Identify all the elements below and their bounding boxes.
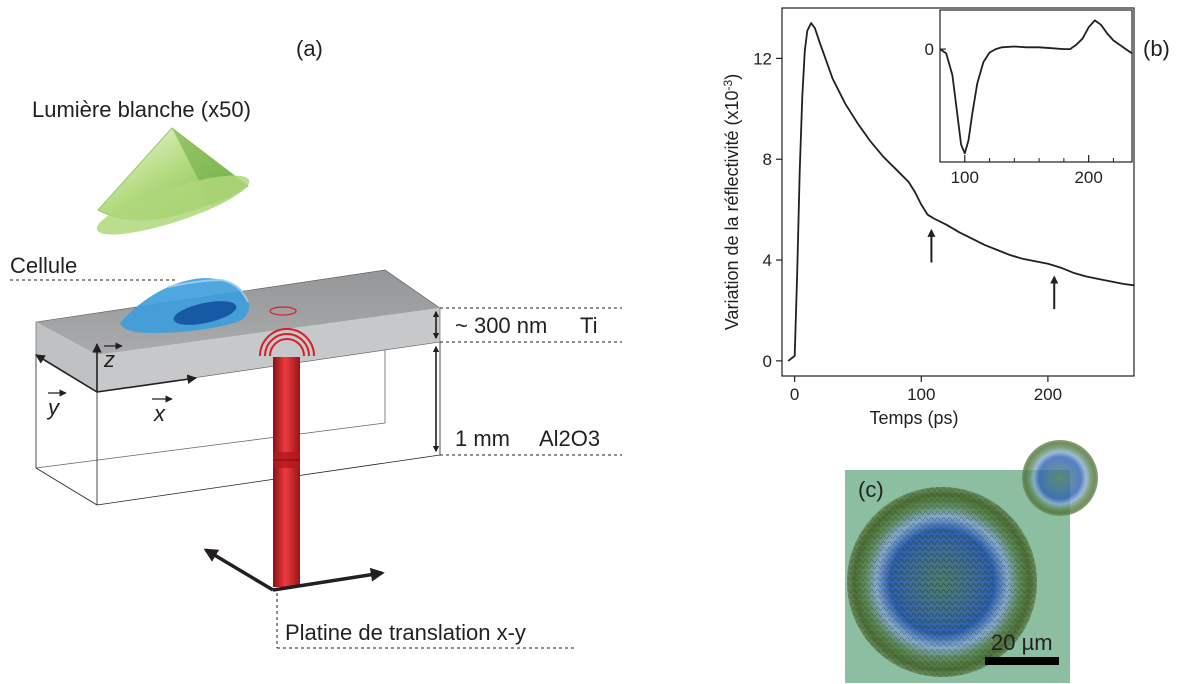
axis-vectors: z y x [35,342,197,426]
y-tick-label: 8 [763,150,772,169]
neighbor-cell [1022,440,1098,516]
stage-label: Platine de translation x-y [285,620,526,645]
light-cone [96,127,250,235]
translation-stage: Platine de translation x-y [203,548,575,649]
cell-shape [120,278,250,333]
panel-a: (a) Lumière blanche (x50) Cellule [10,36,622,649]
panel-c-label: (c) [858,477,884,502]
axis-x-label: x [153,401,166,426]
axis-y-label: y [46,395,61,420]
x-axis-label: Temps (ps) [869,408,958,428]
ti-thickness-value: ~ 300 nm [455,313,547,338]
y-tick-label: 0 [763,352,772,371]
y-tick-label: 12 [753,49,772,68]
axis-z-label: z [103,347,115,372]
cell-label: Cellule [10,253,77,278]
y-tick-label: 4 [763,251,772,270]
thickness-annotations: ~ 300 nm Ti 1 mm Al2O3 [432,307,622,456]
sapphire-substrate [35,342,441,506]
y-axis-label: Variation de la réflectivité (x10-3) [721,74,742,330]
inset-x-tick-label: 200 [1074,168,1102,187]
pump-focus-spot [269,306,297,316]
reflectivity-inset-chart: 100 200 0 [925,9,1133,187]
scale-bar-label: 20 µm [991,630,1053,655]
substrate-thickness-value: 1 mm [455,426,510,451]
panel-a-label: (a) [296,36,323,61]
scale-bar [985,657,1059,665]
plot-frame [781,7,1135,377]
inset-frame [939,9,1133,163]
inset-x-tick-label: 100 [951,168,979,187]
reflectivity-line [787,22,1135,362]
ti-label: Ti [580,313,598,338]
panel-b-label: (b) [1143,36,1170,61]
laser-beam [273,357,300,587]
x-tick-label: 0 [790,385,799,404]
x-tick-label: 200 [1034,385,1062,404]
x-tick-label: 100 [907,385,935,404]
inset-line [939,19,1133,155]
panel-c: (c) 20 µm [845,440,1098,683]
acoustic-wave-arcs [259,328,315,357]
white-light-label: Lumière blanche (x50) [32,97,251,122]
substrate-label: Al2O3 [539,426,600,451]
inset-y-tick-label: 0 [925,40,934,59]
